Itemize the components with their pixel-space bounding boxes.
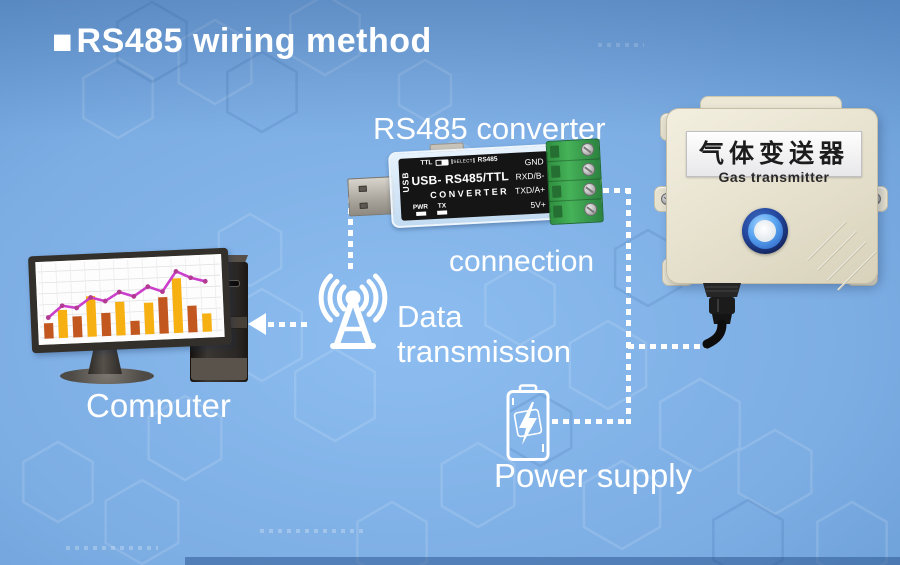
led-indicators: PWR TX	[413, 202, 448, 216]
ttl-rs485-switch-row: TTL SELECT RS485	[420, 156, 497, 167]
dashed-line-connection-vertical	[625, 187, 631, 424]
monitor-stand-neck	[88, 346, 122, 374]
pin-labels: GND RXD/B- TXD/A+ 5V+	[513, 154, 546, 212]
terminal-screw	[581, 162, 596, 177]
dashed-line-antenna-to-computer	[268, 321, 310, 327]
power-supply-label: Power supply	[494, 457, 693, 494]
computer-label: Computer	[86, 387, 231, 424]
usb-rs485-converter: TTL SELECT RS485 USB USB- RS485/TTL CONV…	[346, 138, 604, 235]
decor-dotted-row	[66, 546, 158, 550]
decor-dotted-row	[598, 43, 644, 47]
ttl-label: TTL	[420, 159, 433, 167]
terminal-row	[548, 179, 602, 203]
connection-label: connection	[449, 245, 595, 278]
bottom-section-edge	[185, 557, 900, 565]
data-transmission-label: Data transmission	[397, 299, 571, 369]
monitor-screen	[35, 253, 225, 346]
computer-monitor	[27, 247, 233, 354]
terminal-row	[550, 199, 603, 222]
sensor-membrane	[754, 220, 776, 242]
page-title: RS485 wiring method	[76, 22, 432, 60]
converter-model-text: USB- RS485/TTL	[411, 169, 510, 189]
pin-txd-a: TXD/A+	[514, 184, 546, 197]
nameplate-english: Gas transmitter	[718, 169, 830, 185]
gas-sensor-port	[742, 208, 788, 254]
nameplate-chinese: 气体变送器	[698, 140, 849, 168]
terminal-row	[546, 139, 600, 163]
green-terminal-block	[545, 138, 604, 226]
usb-side-label: USB	[399, 171, 412, 193]
gas-transmitter-device: 气体变送器 Gas transmitter	[654, 88, 894, 358]
title-bullet-square: ■	[52, 22, 73, 61]
converter-subtitle-text: CONVERTER	[429, 186, 510, 201]
arrowhead-to-computer	[248, 313, 266, 335]
terminal-screw	[583, 202, 598, 217]
sensor-blue-ring	[747, 213, 783, 249]
dashed-line-from-power	[552, 419, 628, 424]
converter-label-area: TTL SELECT RS485 USB USB- RS485/TTL CONV…	[398, 151, 552, 221]
wireless-antenna-icon	[318, 273, 388, 349]
header: ■ RS485 wiring method	[52, 22, 432, 61]
terminal-screw	[582, 182, 597, 197]
cable-gland-and-cable	[702, 283, 741, 349]
battery-power-icon	[506, 384, 550, 461]
dashed-line-usb-to-antenna	[347, 186, 353, 270]
screen-bar-chart	[35, 253, 225, 346]
tx-led: TX	[437, 202, 448, 215]
select-label: SELECT	[451, 157, 475, 165]
pwr-led: PWR	[413, 203, 429, 216]
decor-dotted-row	[260, 529, 364, 533]
tower-base-band	[191, 358, 247, 380]
monitor-stand-base	[60, 368, 154, 384]
terminal-row	[547, 159, 601, 183]
dashed-line-terminal-top	[603, 187, 630, 193]
pin-5v: 5V+	[530, 198, 547, 210]
usb-plug-hole	[359, 202, 368, 209]
terminal-screw	[580, 142, 595, 157]
usb-plug	[347, 176, 396, 217]
dashed-line-to-transmitter-cable	[628, 343, 706, 349]
select-switch-icon	[435, 158, 449, 166]
rs485-label: RS485	[477, 155, 498, 164]
device-nameplate: 气体变送器 Gas transmitter	[686, 131, 862, 185]
usb-plug-hole	[358, 185, 367, 192]
